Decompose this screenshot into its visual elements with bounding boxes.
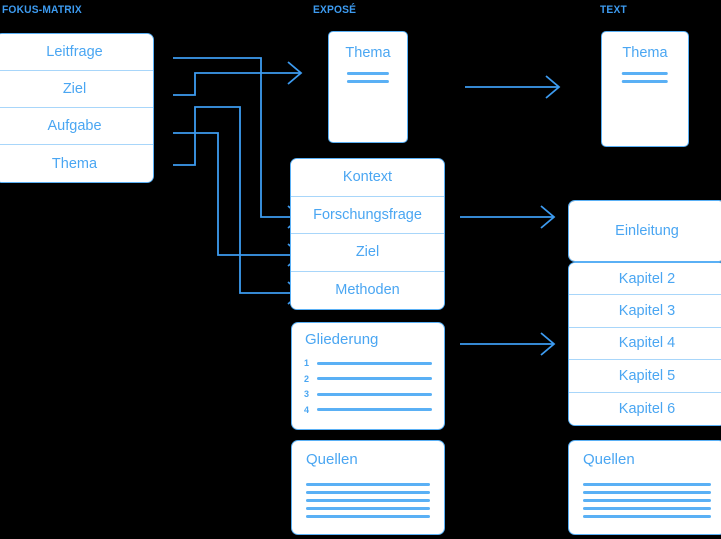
arrowhead-kapitel <box>540 332 556 356</box>
quellen-line <box>583 499 711 502</box>
doc-line <box>621 80 669 83</box>
quellen-line <box>306 483 430 486</box>
column-header-fokus-matrix: FOKUS-MATRIX <box>2 4 82 16</box>
gliederung-list: 1 2 3 4 <box>304 358 432 420</box>
gliederung-number: 1 <box>304 358 310 368</box>
wire-ziel-to-thema <box>173 72 300 96</box>
gliederung-card[interactable]: Gliederung 1 2 3 4 <box>291 322 445 430</box>
kapitel-row-5[interactable]: Kapitel 5 <box>569 360 721 393</box>
list-item: 1 <box>304 358 432 368</box>
expose-thema-card[interactable]: Thema <box>328 31 408 143</box>
doc-line <box>621 72 669 75</box>
gliederung-bar <box>317 392 432 396</box>
list-item: 2 <box>304 374 432 384</box>
expose-row-ziel[interactable]: Ziel <box>291 234 444 272</box>
wire-aufgabe-to-ziel <box>173 132 300 256</box>
quellen-line <box>306 515 430 518</box>
matrix-row-aufgabe[interactable]: Aufgabe <box>0 108 153 145</box>
expose-thema-title: Thema <box>345 45 391 61</box>
quellen-line <box>306 491 430 494</box>
expose-row-kontext[interactable]: Kontext <box>291 159 444 197</box>
doc-line <box>346 80 390 83</box>
kapitel-stack-card[interactable]: Kapitel 2 Kapitel 3 Kapitel 4 Kapitel 5 … <box>568 262 721 426</box>
kapitel-row-4[interactable]: Kapitel 4 <box>569 327 721 361</box>
expose-row-methoden[interactable]: Methoden <box>291 271 444 309</box>
gliederung-number: 2 <box>304 373 310 384</box>
gliederung-title: Gliederung <box>305 331 379 348</box>
quellen-line <box>583 507 711 510</box>
expose-thema-lines <box>346 72 390 88</box>
quellen-line <box>583 515 711 518</box>
kapitel-row-3[interactable]: Kapitel 3 <box>569 295 721 328</box>
text-quellen-title: Quellen <box>583 451 635 468</box>
kapitel-row-6[interactable]: Kapitel 6 <box>569 392 721 425</box>
quellen-line <box>583 483 711 486</box>
gliederung-bar <box>317 361 432 365</box>
expose-row-forschungsfrage[interactable]: Forschungsfrage <box>291 196 444 234</box>
gliederung-number: 3 <box>304 389 310 399</box>
column-header-text: TEXT <box>600 4 627 16</box>
focus-matrix-card[interactable]: Leitfrage Ziel Aufgabe Thema <box>0 33 154 183</box>
wire-leitfrage-to-forschungsfrage <box>173 57 300 218</box>
arrowhead-text-thema <box>545 75 561 99</box>
matrix-row-ziel[interactable]: Ziel <box>0 71 153 108</box>
expose-quellen-title: Quellen <box>306 451 358 468</box>
expose-quellen-lines <box>306 483 430 523</box>
gliederung-bar <box>317 377 432 380</box>
quellen-line <box>583 491 711 494</box>
list-item: 3 <box>304 389 432 399</box>
einleitung-label[interactable]: Einleitung <box>569 201 721 261</box>
quellen-line <box>306 507 430 510</box>
arrowhead-einleitung <box>540 205 556 229</box>
expose-stack-card[interactable]: Kontext Forschungsfrage Ziel Methoden <box>290 158 445 310</box>
matrix-row-leitfrage[interactable]: Leitfrage <box>0 34 153 71</box>
column-header-expose: EXPOSÉ <box>313 4 357 16</box>
text-thema-lines <box>621 72 669 88</box>
text-thema-card[interactable]: Thema <box>601 31 689 147</box>
arrowhead-to-expose-thema <box>287 61 303 85</box>
text-quellen-card[interactable]: Quellen <box>568 440 721 535</box>
gliederung-bar <box>317 408 432 411</box>
kapitel-row-2[interactable]: Kapitel 2 <box>569 263 721 296</box>
matrix-row-thema[interactable]: Thema <box>0 145 153 182</box>
quellen-line <box>306 499 430 502</box>
list-item: 4 <box>304 405 432 415</box>
einleitung-card[interactable]: Einleitung <box>568 200 721 262</box>
gliederung-number: 4 <box>304 404 310 415</box>
doc-line <box>346 72 390 75</box>
expose-quellen-card[interactable]: Quellen <box>291 440 445 535</box>
wire-thema-to-methoden <box>173 106 300 294</box>
text-quellen-lines <box>583 483 711 523</box>
text-thema-title: Thema <box>622 45 668 61</box>
